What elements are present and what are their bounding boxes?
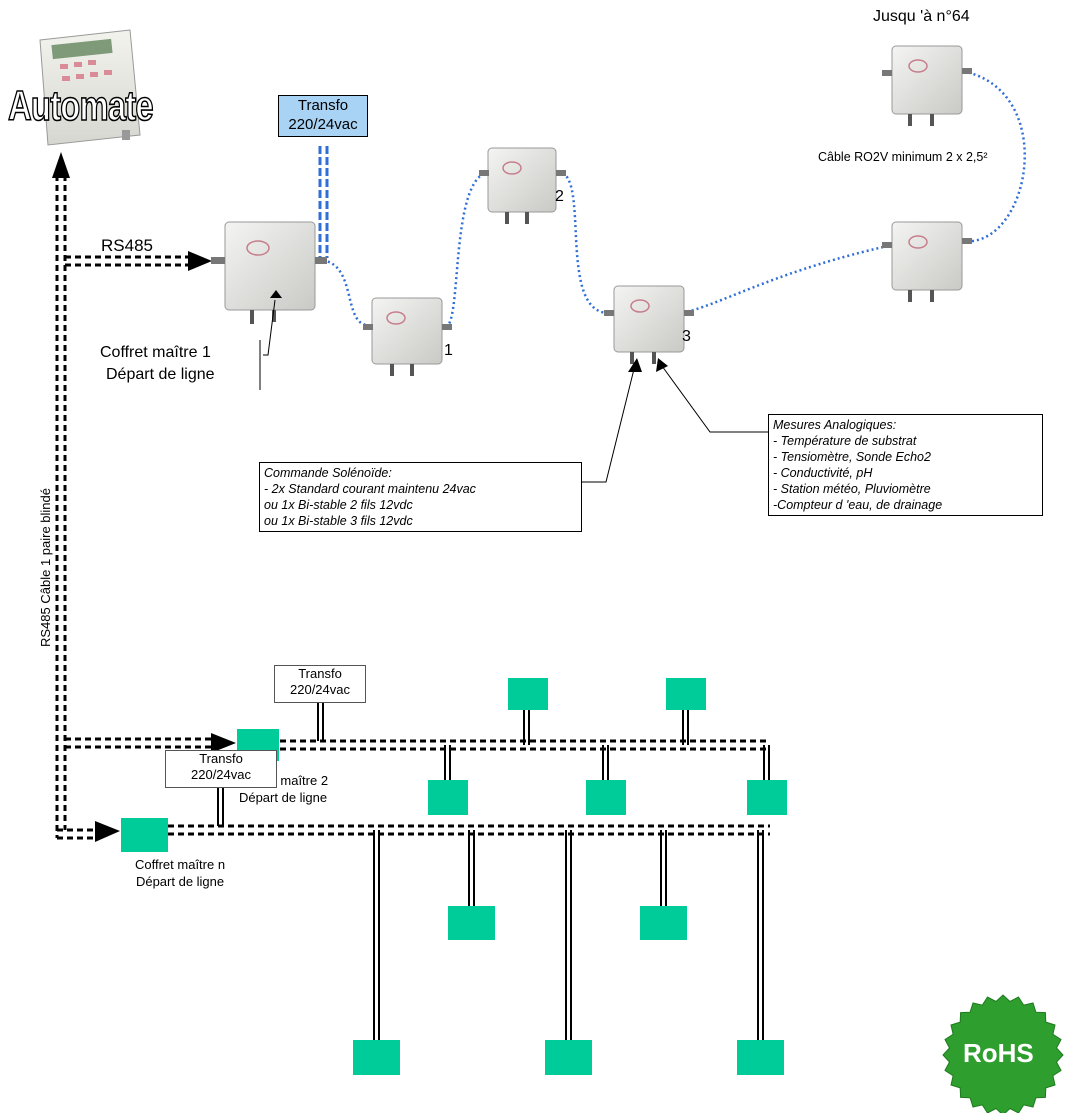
rs485-backbone bbox=[55, 175, 67, 838]
master1-pointer-arrow bbox=[270, 290, 282, 298]
enclosure-master1 bbox=[211, 221, 327, 324]
analog-pointer bbox=[661, 365, 768, 433]
arrow-branch1 bbox=[188, 251, 212, 271]
analog-pointer-arrow bbox=[656, 358, 668, 372]
master1-line1: Coffret maître 1 bbox=[100, 344, 211, 361]
solenoid-note-line: ou 1x Bi-stable 3 fils 12vdc bbox=[264, 514, 413, 528]
transfo3-box: Transfo 220/24vac bbox=[165, 750, 277, 788]
rs485-label: RS485 bbox=[101, 236, 153, 255]
arrow-branchn bbox=[95, 821, 120, 842]
transfo1-cable bbox=[318, 146, 329, 258]
master1-line2: Départ de ligne bbox=[106, 366, 215, 383]
branchn-nodes bbox=[121, 818, 784, 1075]
master1-pointer bbox=[259, 299, 276, 390]
branch2-drops bbox=[317, 703, 770, 780]
top-transfo-box: Transfo 220/24vac bbox=[278, 95, 368, 137]
mastern-line2: Départ de ligne bbox=[135, 874, 225, 889]
top-transfo-line2: 220/24vac bbox=[288, 116, 358, 133]
solenoid-note-line: - 2x Standard courant maintenu 24vac bbox=[264, 482, 476, 496]
enclosure-slave-next bbox=[882, 221, 972, 302]
branchn-drops-lower bbox=[373, 834, 764, 1040]
jusqu-label: Jusqu 'à n°64 bbox=[873, 8, 970, 25]
mastern-label: Coffret maître n Départ de ligne bbox=[135, 856, 225, 890]
analog-note-line: - Tensiomètre, Sonde Echo2 bbox=[773, 450, 931, 464]
analog-note-line: -Compteur d 'eau, de drainage bbox=[773, 498, 943, 512]
rohs-badge bbox=[942, 994, 1064, 1113]
analog-note-line: - Température de substrat bbox=[773, 434, 917, 448]
enclosure-slave64 bbox=[882, 45, 972, 126]
arrow-to-automate bbox=[52, 152, 70, 178]
analog-note-title: Mesures Analogiques: bbox=[773, 418, 897, 432]
enclosure-slave3 bbox=[604, 285, 694, 364]
slave-number-1: 1 bbox=[444, 342, 453, 359]
solenoid-pointer-arrow bbox=[628, 358, 642, 372]
rohs-text: RoHS bbox=[963, 1038, 1034, 1068]
slave-number-2: 2 bbox=[555, 188, 564, 205]
arrow-branch2 bbox=[211, 733, 236, 753]
analog-note: Mesures Analogiques: - Température de su… bbox=[768, 414, 1043, 516]
branch2-cable bbox=[65, 737, 214, 749]
top-transfo-line1: Transfo bbox=[297, 97, 349, 114]
master2-line2: Départ de ligne bbox=[238, 790, 328, 805]
solenoid-note-title: Commande Solénoïde: bbox=[264, 466, 392, 480]
automate-label: Automate bbox=[7, 81, 154, 130]
transfo2-line2: 220/24vac bbox=[290, 682, 350, 697]
analog-note-line: - Conductivité, pH bbox=[773, 466, 873, 480]
mastern-line1: Coffret maître n bbox=[135, 857, 226, 872]
solenoid-note: Commande Solénoïde: - 2x Standard couran… bbox=[259, 462, 582, 532]
transfo2-line1: Transfo bbox=[298, 666, 342, 681]
master1-label: Coffret maître 1 Départ de ligne bbox=[100, 342, 215, 386]
solenoid-note-line: ou 1x Bi-stable 2 fils 12vdc bbox=[264, 498, 413, 512]
cable-ro2v-label: Câble RO2V minimum 2 x 2,5² bbox=[818, 150, 988, 164]
analog-note-line: - Station météo, Pluviomètre bbox=[773, 482, 931, 496]
solenoid-pointer bbox=[580, 364, 636, 483]
transfo3-line1: Transfo bbox=[199, 751, 243, 766]
transfo3-line2: 220/24vac bbox=[191, 767, 251, 782]
enclosure-slave1 bbox=[363, 297, 452, 376]
ro2v-chain-cable bbox=[317, 69, 1026, 329]
slave-number-3: 3 bbox=[682, 328, 691, 345]
automate-device bbox=[39, 29, 141, 146]
vertical-cable-label: RS485 Câble 1 paire blindé bbox=[38, 485, 53, 650]
branchn-cable bbox=[57, 828, 97, 840]
transfo2-box: Transfo 220/24vac bbox=[274, 665, 366, 703]
enclosure-slave2 bbox=[479, 147, 566, 224]
branch1-cable bbox=[65, 255, 190, 267]
